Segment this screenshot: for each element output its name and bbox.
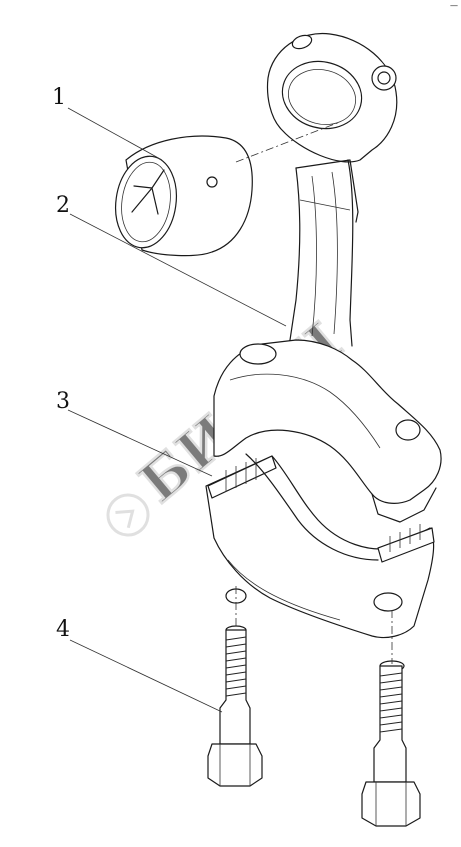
leader-line-3 [67, 409, 213, 477]
callout-label-3: 3 [56, 389, 70, 414]
leader-line-2 [69, 213, 287, 327]
leader-line-1 [67, 107, 163, 161]
bolt-left [207, 625, 263, 787]
leader-line-4 [69, 639, 223, 713]
callout-label-4: 4 [56, 617, 70, 642]
callout-label-2: 2 [56, 193, 70, 218]
corner-mark: — [450, 1, 458, 10]
bolt-right [361, 660, 421, 827]
rod-cap [205, 453, 435, 639]
bolt-right-thread [379, 672, 403, 733]
callout-label-1: 1 [52, 85, 66, 110]
bushing [115, 135, 253, 257]
bolt-left-thread [225, 636, 247, 697]
connecting-rod [213, 32, 442, 523]
